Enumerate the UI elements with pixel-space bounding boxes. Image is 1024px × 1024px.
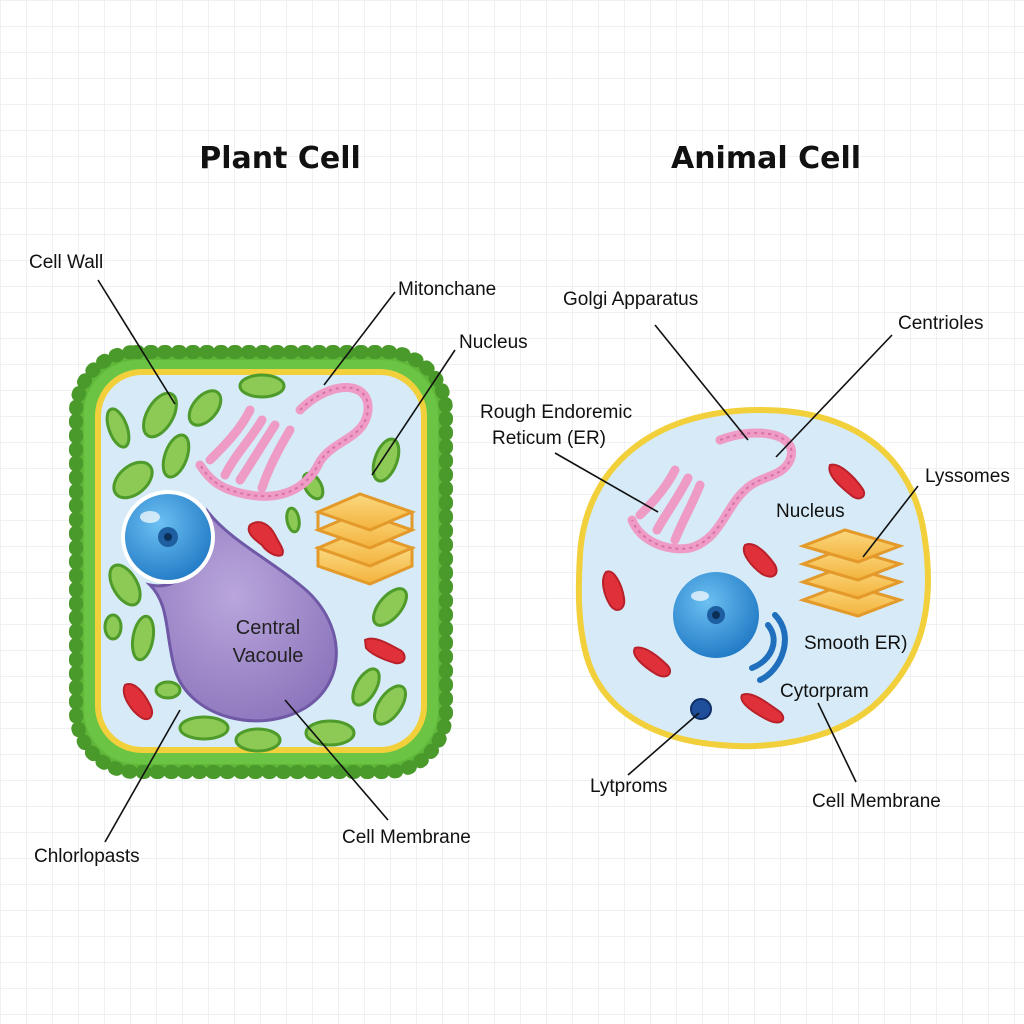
plant-cell-title: Plant Cell: [199, 141, 361, 176]
animal-nucleus: [673, 572, 759, 658]
vacuole-label-line1: Central: [236, 617, 300, 639]
leader-lines: [97, 279, 919, 843]
label-plant-cell-membrane: Cell Membrane: [342, 827, 471, 848]
label-cytoplasm: Cytorpram: [780, 681, 869, 702]
animal-er-stack: [798, 528, 905, 618]
plant-nucleus: [121, 490, 215, 584]
label-animal-cell-membrane: Cell Membrane: [812, 791, 941, 812]
label-rough-er-line1: Rough Endoremic: [480, 402, 632, 423]
label-plant-nucleus: Nucleus: [459, 332, 528, 353]
plant-cell: Central Vacoule: [69, 345, 453, 779]
plant-lysosomes: [122, 521, 406, 721]
animal-cell: [575, 406, 931, 750]
smooth-er: [749, 612, 788, 683]
label-lytproms: Lytproms: [590, 776, 667, 797]
label-chloroplasts: Chlorlopasts: [34, 846, 140, 867]
label-mitochondria: Mitonchane: [398, 279, 496, 300]
animal-cell-title: Animal Cell: [671, 141, 861, 176]
label-cell-wall: Cell Wall: [29, 252, 103, 273]
plant-er-stack: [313, 492, 417, 586]
label-golgi: Golgi Apparatus: [563, 289, 698, 310]
lytproms-dot: [690, 698, 712, 720]
label-rough-er-line2: Reticum (ER): [492, 428, 606, 449]
vacuole-label-line2: Vacoule: [233, 645, 304, 667]
label-smooth-er: Smooth ER): [804, 633, 907, 654]
label-centrioles: Centrioles: [898, 313, 984, 334]
label-lysosomes: Lyssomes: [925, 466, 1010, 487]
central-vacuole: [145, 507, 338, 723]
animal-lysosomes: [602, 463, 866, 724]
label-animal-nucleus: Nucleus: [776, 501, 845, 522]
chloroplasts: [103, 373, 408, 753]
